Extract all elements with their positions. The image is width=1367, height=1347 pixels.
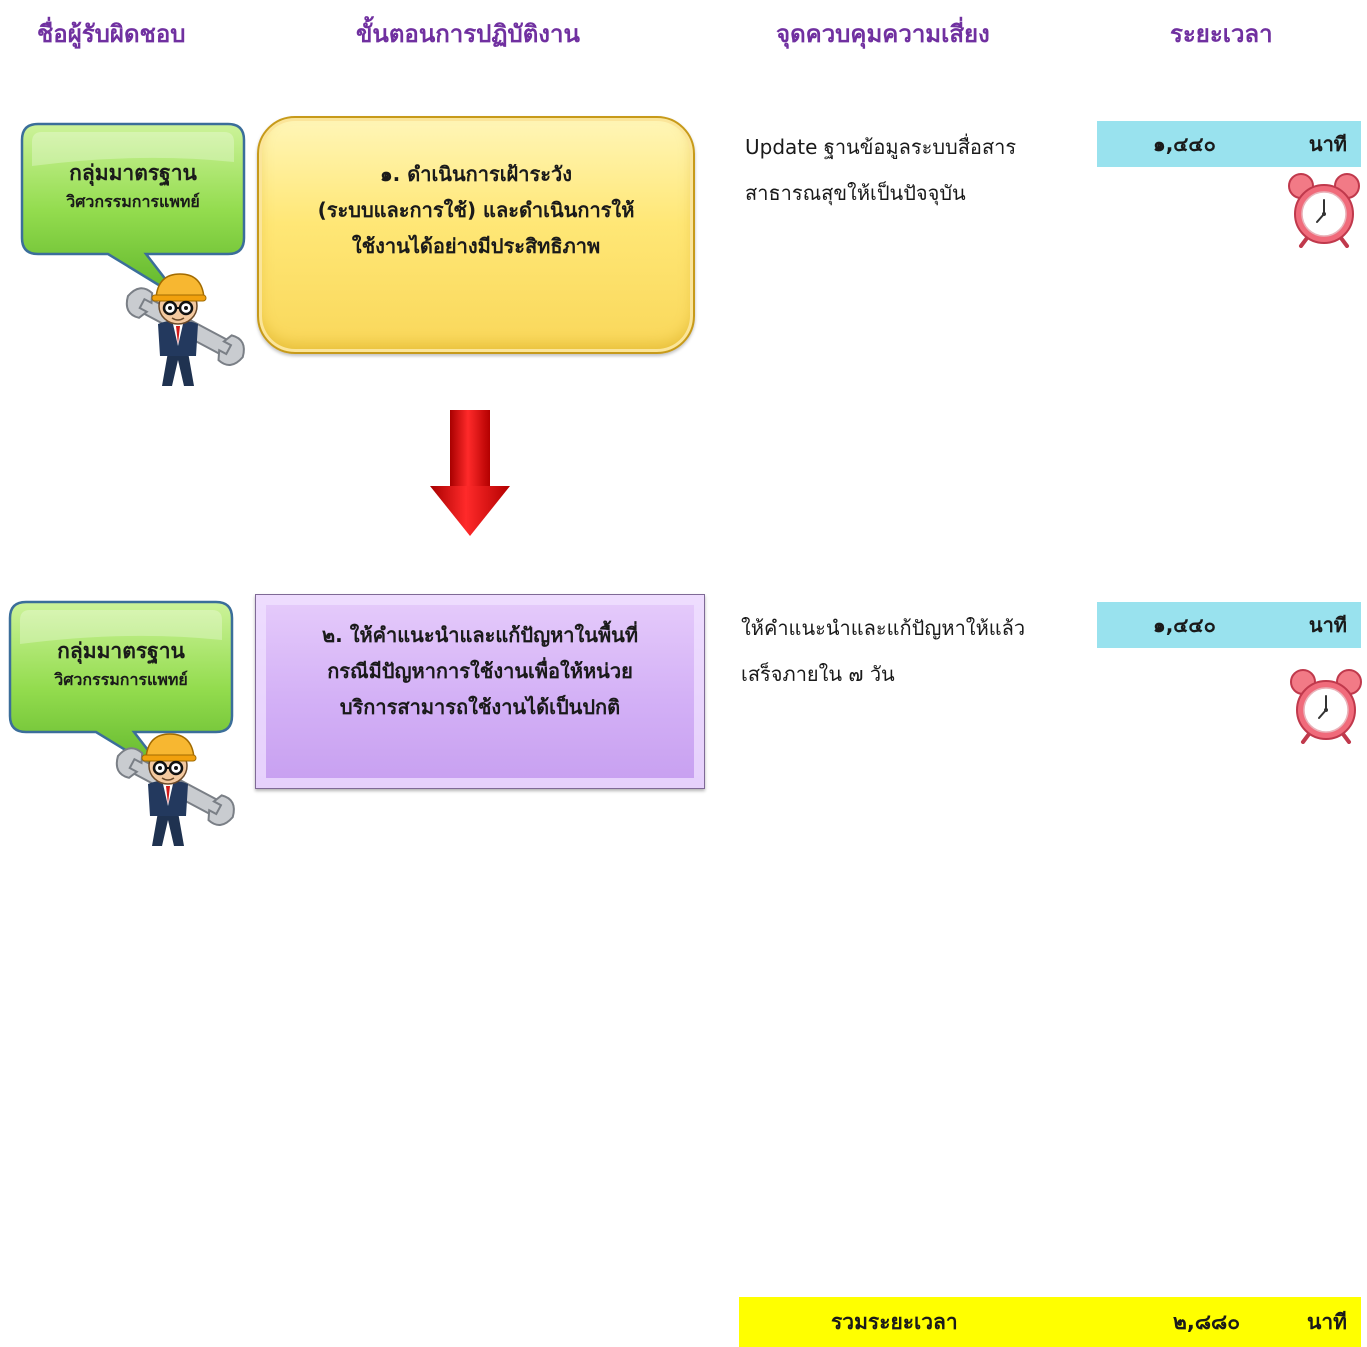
responsible-bubble-2: กลุ่มมาตรฐาน วิศวกรรมการแพทย์ bbox=[8, 600, 234, 778]
duration-unit-2: นาที bbox=[1308, 613, 1347, 637]
header-responsible: ชื่อผู้รับผิดชอบ bbox=[37, 20, 186, 48]
total-unit: นาที bbox=[1307, 1310, 1347, 1334]
alarm-clock-icon bbox=[1287, 172, 1361, 252]
responsible-group-label: กลุ่มมาตรฐาน bbox=[69, 161, 197, 185]
responsible-dept-label: วิศวกรรมการแพทย์ bbox=[66, 192, 200, 211]
duration-unit-1: นาที bbox=[1308, 132, 1347, 156]
step-1-box: ๑. ดำเนินการเฝ้าระวัง (ระบบและการใช้) แล… bbox=[257, 116, 695, 354]
header-duration: ระยะเวลา bbox=[1170, 20, 1273, 48]
step-2-box: ๒. ให้คำแนะนำและแก้ปัญหาในพื้นที่ กรณีมี… bbox=[255, 594, 705, 789]
duration-value-1: ๑,๔๔๐ bbox=[1153, 132, 1216, 156]
risk-control-2: ให้คำแนะนำและแก้ปัญหาให้แล้ว เสร็จภายใน … bbox=[741, 616, 1026, 686]
speech-bubble-shape bbox=[20, 122, 246, 300]
duration-value-2: ๑,๔๔๐ bbox=[1153, 613, 1216, 637]
duration-bar-1: ๑,๔๔๐ นาที bbox=[1097, 121, 1361, 167]
header-risk-control: จุดควบคุมความเสี่ยง bbox=[776, 20, 990, 48]
total-duration-bar: รวมระยะเวลา ๒,๘๘๐ นาที bbox=[739, 1297, 1361, 1347]
engineer-with-wrench-icon bbox=[108, 728, 248, 854]
responsible-group-label: กลุ่มมาตรฐาน bbox=[57, 639, 185, 663]
speech-bubble-shape bbox=[8, 600, 234, 778]
total-label: รวมระยะเวลา bbox=[831, 1310, 958, 1334]
step-2-text: ๒. ให้คำแนะนำและแก้ปัญหาในพื้นที่ กรณีมี… bbox=[321, 623, 639, 719]
step-1-text: ๑. ดำเนินการเฝ้าระวัง (ระบบและการใช้) แล… bbox=[317, 162, 635, 258]
down-arrow-icon bbox=[430, 410, 510, 540]
duration-bar-2: ๑,๔๔๐ นาที bbox=[1097, 602, 1361, 648]
responsible-bubble-1: กลุ่มมาตรฐาน วิศวกรรมการแพทย์ bbox=[20, 122, 246, 300]
engineer-with-wrench-icon bbox=[118, 268, 258, 394]
responsible-dept-label: วิศวกรรมการแพทย์ bbox=[54, 670, 188, 689]
risk-control-1: Update ฐานข้อมูลระบบสื่อสาร สาธารณสุขให้… bbox=[745, 135, 1017, 205]
total-value: ๒,๘๘๐ bbox=[1173, 1310, 1241, 1334]
alarm-clock-icon bbox=[1289, 668, 1363, 748]
header-steps: ขั้นตอนการปฏิบัติงาน bbox=[356, 20, 580, 48]
